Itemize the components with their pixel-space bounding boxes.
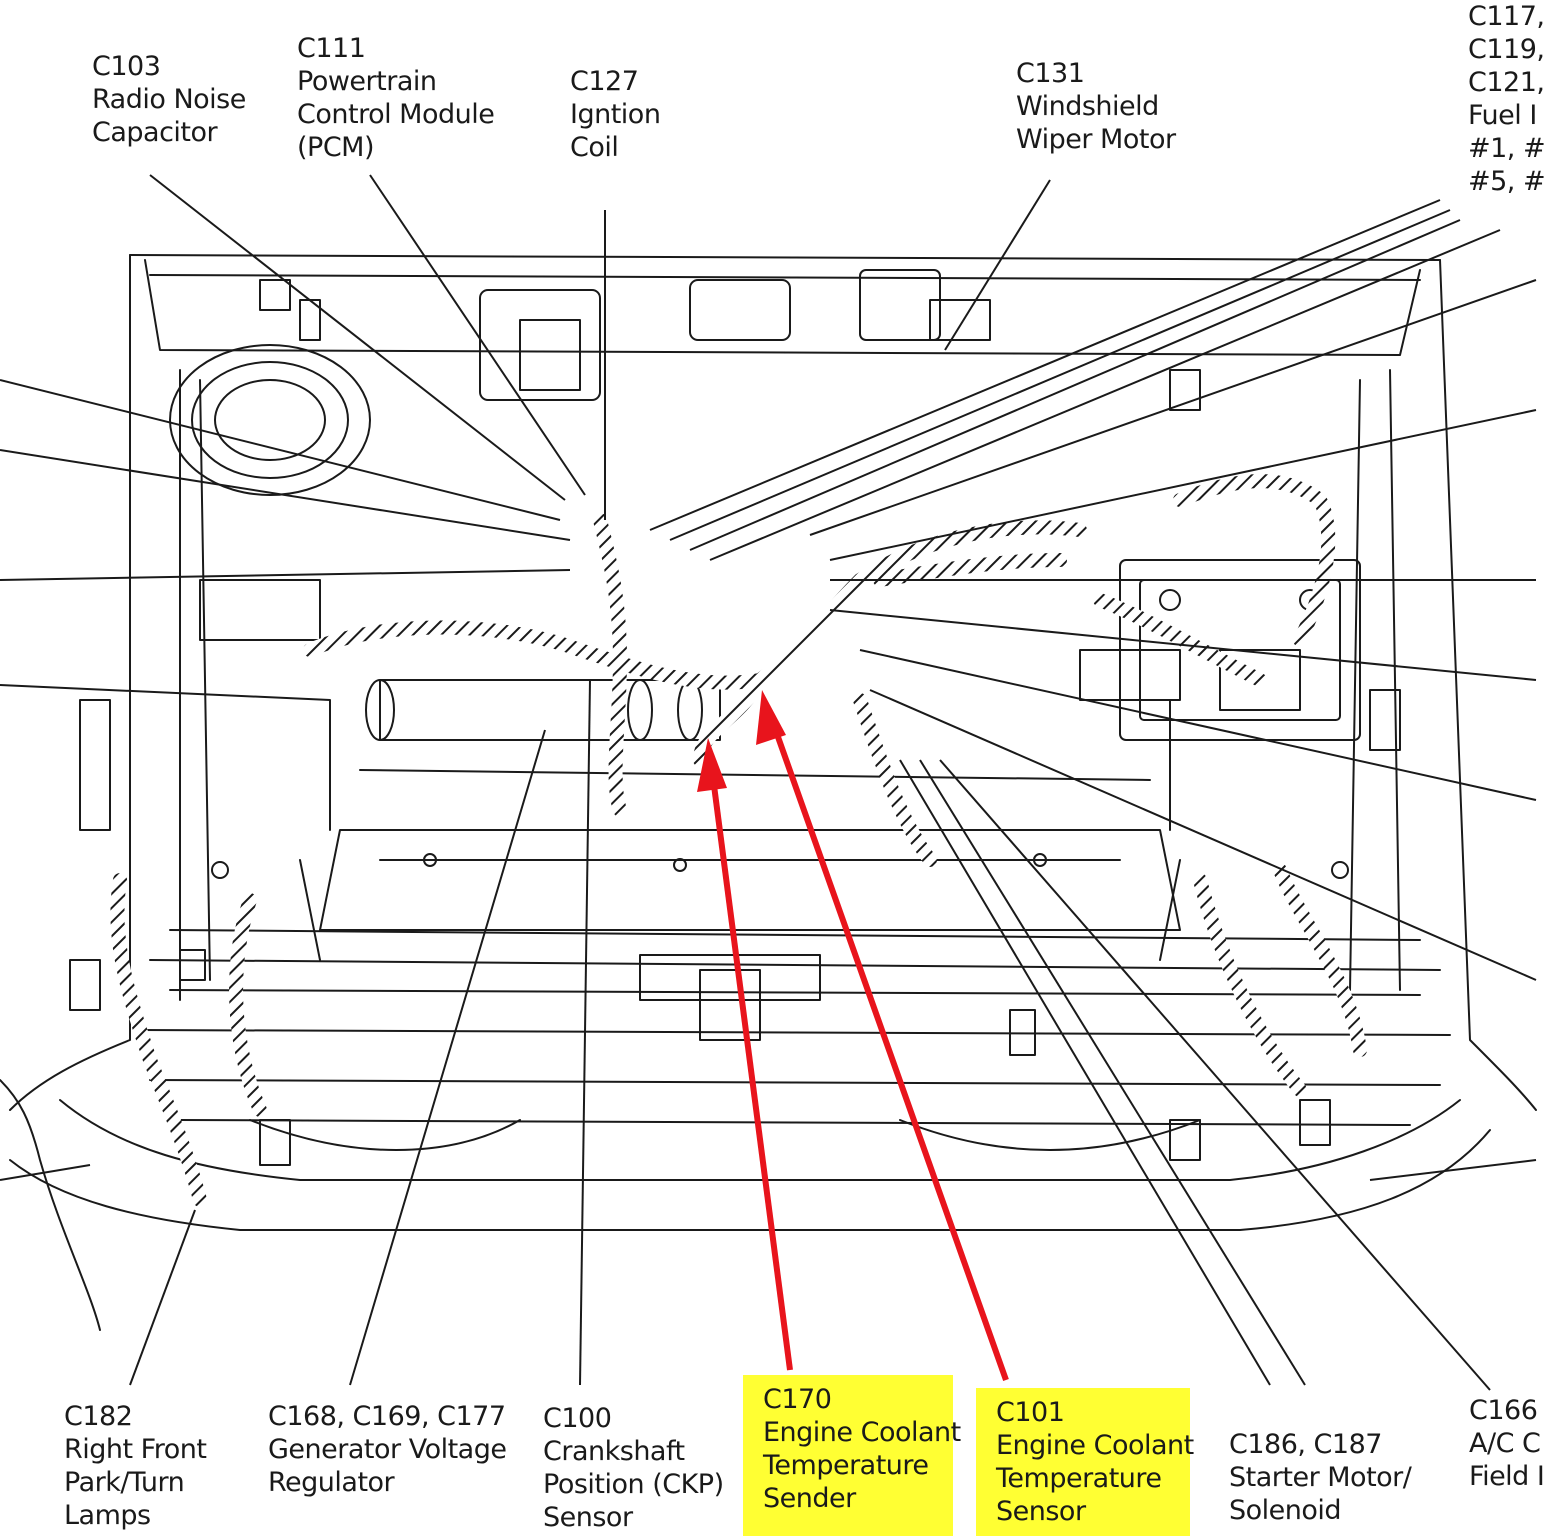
callout-line: Field I: [1469, 1461, 1545, 1492]
callout-line: C168, C169, C177: [268, 1401, 506, 1432]
callout-line: C170: [763, 1384, 832, 1415]
callout-line: C127: [570, 66, 639, 97]
callout-line: Generator Voltage: [268, 1434, 507, 1465]
callout-line: Park/Turn: [64, 1467, 185, 1498]
callout-line: C111: [297, 33, 366, 64]
callout-line: C117,: [1468, 1, 1545, 32]
callout-line: Sensor: [543, 1502, 633, 1533]
leader-lines: [0, 174, 1537, 1391]
callout-line: Position (CKP): [543, 1469, 724, 1500]
callout-line: C121,: [1468, 67, 1545, 98]
callout-line: Engine Coolant: [996, 1430, 1194, 1461]
callout-c186-starter-solenoid: C186, C187 Starter Motor/ Solenoid: [1229, 1428, 1412, 1527]
callout-line: Powertrain: [297, 66, 437, 97]
callout-c127-ignition-coil: C127 Igntion Coil: [570, 65, 661, 164]
callout-line: Temperature: [996, 1463, 1162, 1494]
callout-line: C182: [64, 1401, 133, 1432]
callout-line: Fuel I: [1468, 100, 1537, 131]
callout-line: Windshield: [1016, 91, 1159, 122]
callout-line: C131: [1016, 58, 1085, 89]
callout-c111-pcm: C111 Powertrain Control Module (PCM): [297, 32, 495, 164]
callout-c117-fuel-injectors: C117, C119, C121, Fuel I #1, # #5, #: [1468, 0, 1545, 198]
callout-line: Engine Coolant: [763, 1417, 961, 1448]
callout-line: C166: [1469, 1395, 1538, 1426]
callout-line: Crankshaft: [543, 1436, 685, 1467]
red-arrow-icon: [697, 690, 1009, 1382]
callout-line: Coil: [570, 132, 619, 163]
callout-c131-wiper-motor: C131 Windshield Wiper Motor: [1016, 57, 1176, 156]
callout-line: Temperature: [763, 1450, 929, 1481]
callout-line: (PCM): [297, 132, 375, 163]
callout-line: A/C C: [1469, 1428, 1541, 1459]
callout-line: Regulator: [268, 1467, 395, 1498]
callout-line: Radio Noise: [92, 84, 246, 115]
callout-line: C100: [543, 1403, 612, 1434]
wiring-harness: [110, 474, 1367, 1207]
callout-line: Lamps: [64, 1500, 151, 1531]
engine-outline: [0, 254, 1537, 1331]
callout-line: #1, #: [1468, 133, 1545, 164]
callout-line: Sensor: [996, 1496, 1086, 1527]
callout-c103-radio-noise-capacitor: C103 Radio Noise Capacitor: [92, 50, 246, 149]
callout-line: C186, C187: [1229, 1429, 1382, 1460]
callout-line: Wiper Motor: [1016, 124, 1176, 155]
callout-line: Sender: [763, 1483, 856, 1514]
callout-c170-ect-sender-highlighted: C170 Engine Coolant Temperature Sender: [743, 1375, 961, 1536]
callout-line: Starter Motor/: [1229, 1462, 1412, 1493]
callout-line: C119,: [1468, 34, 1545, 65]
callout-c166-ac-clutch-field: C166 A/C C Field I: [1469, 1394, 1545, 1493]
callout-c100-ckp-sensor: C100 Crankshaft Position (CKP) Sensor: [543, 1402, 724, 1534]
callout-line: #5, #: [1468, 166, 1545, 197]
callout-line: C101: [996, 1397, 1065, 1428]
callout-line: C103: [92, 51, 161, 82]
callout-c182-park-turn-lamps: C182 Right Front Park/Turn Lamps: [64, 1400, 207, 1532]
callout-line: Capacitor: [92, 117, 218, 148]
callout-c101-ect-sensor-highlighted: C101 Engine Coolant Temperature Sensor: [976, 1388, 1194, 1536]
callout-line: Igntion: [570, 99, 661, 130]
callout-line: Solenoid: [1229, 1495, 1342, 1526]
callout-line: Right Front: [64, 1434, 207, 1465]
callout-c168-generator-voltage-regulator: C168, C169, C177 Generator Voltage Regul…: [268, 1400, 507, 1499]
callout-line: Control Module: [297, 99, 495, 130]
